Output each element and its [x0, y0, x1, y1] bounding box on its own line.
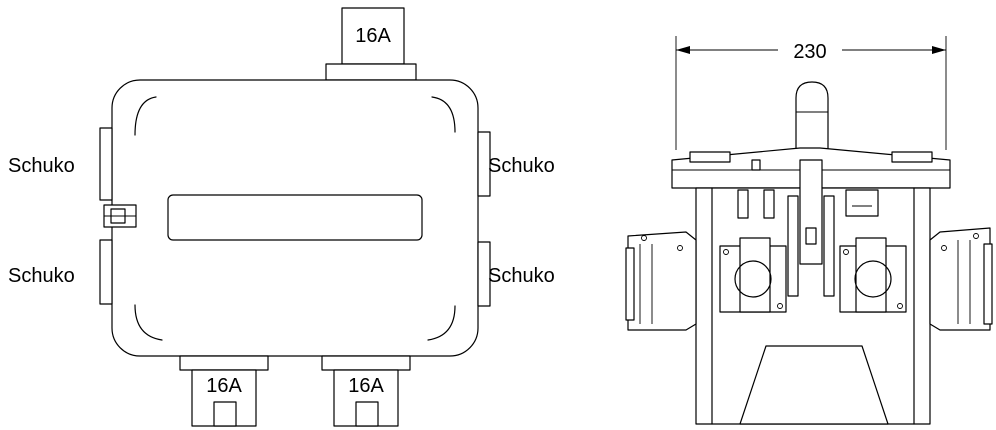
left-lower-socket-label: Schuko [8, 265, 75, 287]
side-top-inlet [795, 81, 829, 151]
side-inner-mechanism [737, 159, 879, 297]
left-upper-socket-label: Schuko [8, 155, 75, 177]
top-inlet-label: 16A [355, 25, 391, 47]
side-view: 230 [625, 36, 993, 425]
side-front-sockets [719, 237, 907, 313]
right-lower-socket-label: Schuko [488, 265, 555, 287]
bottom-right-outlet-label: 16A [348, 375, 384, 397]
side-right-socket [929, 227, 993, 331]
width-dimension: 230 [675, 36, 947, 150]
width-dimension-label: 230 [793, 41, 826, 63]
label-window [167, 194, 423, 241]
left-sockets: Schuko Schuko [8, 127, 137, 305]
bottom-outlets: 16A 16A [179, 355, 411, 427]
enclosure-body [111, 79, 479, 357]
top-view: 16A Schuko Schuko Schu [8, 7, 555, 427]
right-sockets: Schuko Schuko [477, 131, 555, 307]
side-left-socket [625, 231, 697, 331]
right-upper-socket-label: Schuko [488, 155, 555, 177]
top-inlet: 16A [325, 7, 417, 81]
bottom-left-outlet-label: 16A [206, 375, 242, 397]
